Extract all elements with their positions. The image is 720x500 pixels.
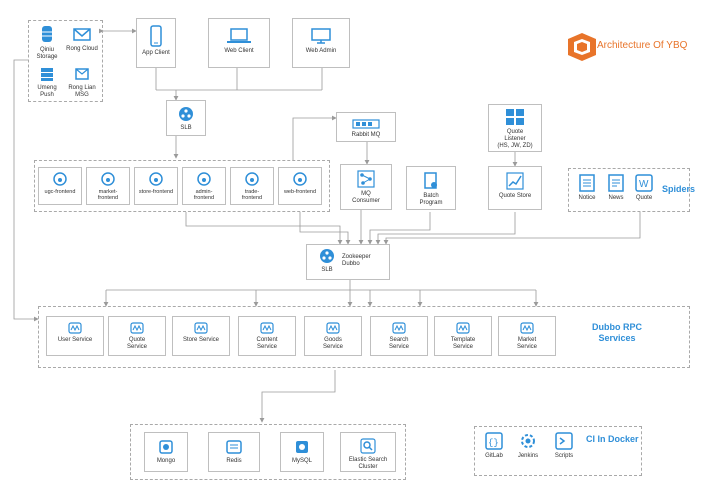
spider-notice: Notice xyxy=(574,174,600,202)
service-template: Template Service xyxy=(434,316,492,356)
storage-redis: Redis xyxy=(208,432,260,472)
storage-mysql: MySQL xyxy=(280,432,324,472)
third-party-item-umeng-push: Umeng Push xyxy=(30,66,64,99)
spider-news: News xyxy=(603,174,629,202)
frontend-group xyxy=(34,160,330,212)
slb-top: SLB xyxy=(166,100,206,136)
service-goods: Goods Service xyxy=(304,316,362,356)
frontend-web: web-frontend xyxy=(278,167,322,205)
monitor-icon xyxy=(311,28,331,44)
service-icon xyxy=(456,322,470,334)
ci-scripts: Scripts xyxy=(550,432,578,460)
frontend-store: store-frontend xyxy=(134,167,178,205)
document-icon xyxy=(424,172,437,189)
page-title: Architecture Of YBQ xyxy=(597,40,688,51)
cloud-icon xyxy=(293,172,307,186)
dubbo-title: Dubbo RPC Services xyxy=(592,322,642,343)
third-party-item-qiniu: Qiniu Storage xyxy=(30,24,64,61)
service-market: Market Service xyxy=(498,316,556,356)
batch-program: Batch Program xyxy=(406,166,456,210)
notice-icon xyxy=(579,174,595,192)
third-party-group xyxy=(28,20,103,102)
third-party-item-rong-cloud: Rong Cloud xyxy=(63,27,101,53)
load-balancer-icon xyxy=(179,107,193,121)
storage-mongo: Mongo xyxy=(144,432,188,472)
news-icon xyxy=(608,174,624,192)
redis-icon xyxy=(226,440,242,454)
push-icon xyxy=(41,68,53,81)
storage-group xyxy=(130,424,406,480)
windows-icon xyxy=(506,109,524,125)
ci-group xyxy=(474,426,642,476)
client-app: App Client xyxy=(136,18,176,68)
cloud-icon xyxy=(197,172,211,186)
storage-elasticsearch: Elastic Search Cluster xyxy=(340,432,396,472)
mail-icon xyxy=(73,28,91,41)
mobile-icon xyxy=(150,25,162,47)
code-icon: {} xyxy=(485,432,503,450)
service-icon xyxy=(68,322,82,334)
search-icon xyxy=(360,438,376,454)
cloud-icon xyxy=(101,172,115,186)
cloud-icon xyxy=(149,172,163,186)
share-icon xyxy=(357,170,375,188)
service-user: User Service xyxy=(46,316,104,356)
rabbit-mq: Rabbit MQ xyxy=(336,112,396,142)
client-web-admin: Web Admin xyxy=(292,18,350,68)
ci-gitlab: {} GitLab xyxy=(480,432,508,460)
ybq-logo xyxy=(566,31,598,63)
service-icon xyxy=(194,322,208,334)
zookeeper-dubbo: Zookeeper Dubbo xyxy=(342,254,371,267)
frontend-admin: admin- frontend xyxy=(182,167,226,205)
queue-icon xyxy=(352,119,380,129)
quote-store: Quote Store xyxy=(488,166,542,210)
mq-consumer: MQ Consumer xyxy=(340,164,392,210)
ci-title: CI In Docker xyxy=(586,434,639,444)
service-quote: Quote Service xyxy=(108,316,166,356)
service-search: Search Service xyxy=(370,316,428,356)
gateway-box xyxy=(306,244,390,280)
quote-word-icon: W xyxy=(635,174,653,192)
service-icon xyxy=(130,322,144,334)
service-icon xyxy=(392,322,406,334)
quote-listener: Quote Listener (HS, JW, ZD) xyxy=(488,104,542,152)
svg-text:{}: {} xyxy=(488,438,499,448)
load-balancer-icon xyxy=(320,249,334,263)
storage-icon xyxy=(42,26,52,42)
frontend-ugc: ugc-frontend xyxy=(38,167,82,205)
cloud-icon xyxy=(245,172,259,186)
mysql-icon xyxy=(296,441,308,453)
ci-jenkins: Jenkins xyxy=(514,432,542,460)
svg-text:W: W xyxy=(639,179,649,190)
client-web: Web Client xyxy=(208,18,270,68)
spider-quote: W Quote xyxy=(631,174,657,202)
frontend-market: market- frontend xyxy=(86,167,130,205)
dubbo-services-group xyxy=(38,306,690,368)
frontend-trade: trade- frontend xyxy=(230,167,274,205)
spiders-group xyxy=(568,168,690,212)
gear-icon xyxy=(521,434,535,448)
service-content: Content Service xyxy=(238,316,296,356)
message-icon xyxy=(75,68,89,80)
service-icon xyxy=(260,322,274,334)
service-icon xyxy=(326,322,340,334)
chart-icon xyxy=(506,172,524,190)
mongo-icon xyxy=(159,440,173,454)
cloud-icon xyxy=(53,172,67,186)
terminal-icon xyxy=(555,432,573,450)
laptop-icon xyxy=(227,28,251,43)
service-store: Store Service xyxy=(172,316,230,356)
slb-gateway: SLB xyxy=(314,248,340,274)
service-icon xyxy=(520,322,534,334)
spiders-title: Spiders xyxy=(662,184,696,194)
third-party-item-rong-lian: Rong Lian MSG xyxy=(63,66,101,99)
